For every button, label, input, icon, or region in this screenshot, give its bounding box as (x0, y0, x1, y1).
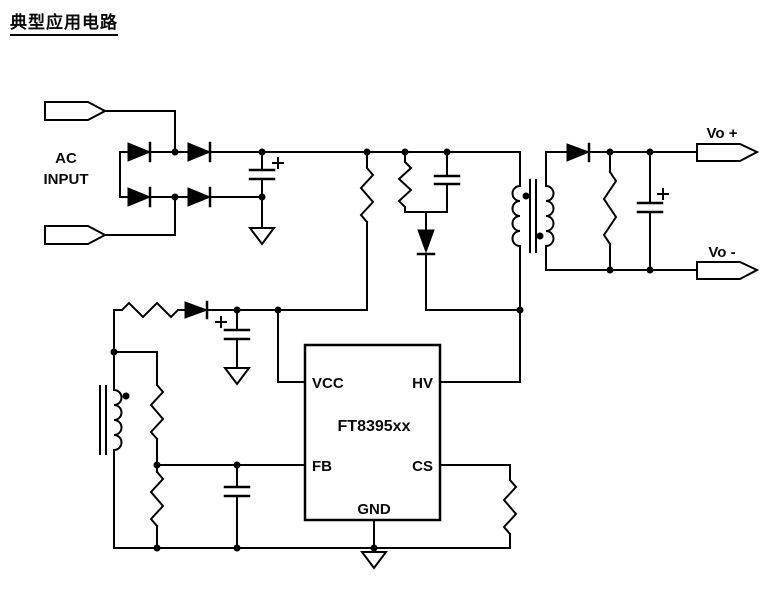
wire-vo-minus (545, 245, 698, 271)
bulk-capacitor (248, 157, 284, 246)
startup-resistor (359, 166, 375, 224)
junction-dot (171, 148, 179, 156)
ac-input-terminal-bottom (44, 225, 108, 245)
controller-ic: VCC HV FT8395xx FB CS GND (303, 343, 442, 522)
transformer-primary-winding (511, 184, 522, 248)
output-stage: Vo + Vo - (566, 125, 760, 280)
junction-dot (153, 544, 161, 552)
transformer-core (529, 179, 537, 253)
junction-dot (171, 193, 179, 201)
ic-pin-fb-label: FB (312, 458, 332, 475)
diode-bridge-4 (187, 187, 212, 207)
junction-dot (443, 148, 451, 156)
junction-dot (606, 148, 614, 156)
fb-capacitor-plates (223, 485, 251, 498)
ac-input-terminal-top (44, 101, 108, 121)
diode-bridge-1 (127, 142, 152, 162)
secondary-phase-dot (536, 232, 544, 240)
ic-pin-gnd-label: GND (357, 501, 391, 518)
vo-plus-terminal (696, 143, 760, 162)
feedback-network (149, 383, 251, 528)
junction-dot (258, 193, 266, 201)
vcc-capacitor-plates (223, 328, 251, 341)
transformer-secondary-winding (544, 184, 555, 248)
junction-dot (363, 148, 371, 156)
wire-secondary-top (545, 151, 568, 187)
ic-part-number: FT8395xx (338, 418, 411, 435)
junction-dots (110, 148, 654, 552)
snubber-resistor (397, 160, 413, 209)
wire-ac-bottom (104, 196, 176, 236)
diode-bridge-3 (127, 187, 152, 207)
junction-dot (516, 306, 524, 314)
bridge-rectifier (127, 141, 212, 208)
vcc-series-resistor (120, 301, 180, 319)
bulk-capacitor-plus-icon (272, 157, 284, 169)
wire-vcc (277, 309, 306, 383)
cs-resistor (502, 478, 518, 536)
junction-dot (110, 348, 118, 356)
ic-pin-vcc-label: VCC (312, 375, 344, 392)
junction-dot (153, 461, 161, 469)
junction-dot (233, 306, 241, 314)
aux-winding (112, 388, 123, 452)
wire-ground-rail (113, 449, 511, 549)
page-title: 典型应用电路 (10, 8, 118, 36)
vo-plus-label: Vo + (707, 125, 738, 142)
junction-dot (646, 266, 654, 274)
output-capacitor-plates (636, 201, 664, 214)
diode-bridge-2 (187, 142, 212, 162)
wire-aux-top (113, 309, 123, 391)
junction-dot (370, 544, 378, 552)
ac-input-label-line1: AC (55, 150, 77, 167)
output-diode (566, 143, 591, 162)
aux-phase-dot (122, 392, 130, 400)
ground-icon-bulk (248, 227, 276, 246)
ic-pin-cs-label: CS (412, 458, 433, 475)
aux-winding-circuit (99, 300, 251, 455)
wire-ac-top (104, 110, 176, 153)
snubber-diode (417, 229, 435, 254)
main-transformer (511, 179, 555, 253)
junction-dot (401, 148, 409, 156)
vo-minus-label: Vo - (708, 244, 735, 261)
wire-snubber (404, 151, 521, 311)
output-load-resistor (602, 170, 618, 246)
junction-dot (606, 266, 614, 274)
junction-dot (233, 544, 241, 552)
snubber-network (397, 160, 461, 256)
vcc-capacitor-plus-icon (215, 316, 227, 328)
output-capacitor-plus-icon (657, 188, 669, 200)
fb-upper-resistor (149, 383, 165, 441)
junction-dot (233, 461, 241, 469)
fb-lower-resistor (149, 470, 165, 528)
ic-body (303, 343, 442, 522)
wire-dc-bus (119, 151, 521, 187)
vo-minus-terminal (696, 261, 760, 280)
ground-icon-vcc (223, 367, 251, 386)
wire-cs (439, 464, 511, 549)
ground-icon-main (360, 551, 388, 570)
aux-transformer-core (99, 385, 107, 455)
vcc-diode (184, 301, 209, 319)
wires (104, 110, 698, 553)
bulk-capacitor-plates (248, 168, 276, 181)
junction-dot (274, 306, 282, 314)
junction-dot (258, 148, 266, 156)
ac-input-connectors: AC INPUT (44, 101, 108, 245)
snubber-capacitor-plates (433, 174, 461, 186)
primary-phase-dot (522, 192, 530, 200)
ac-input-label-line2: INPUT (44, 171, 89, 188)
junction-dot (646, 148, 654, 156)
wire-fb-top-branch (113, 351, 158, 386)
wire-hv (439, 309, 521, 383)
ic-pin-hv-label: HV (412, 375, 433, 392)
